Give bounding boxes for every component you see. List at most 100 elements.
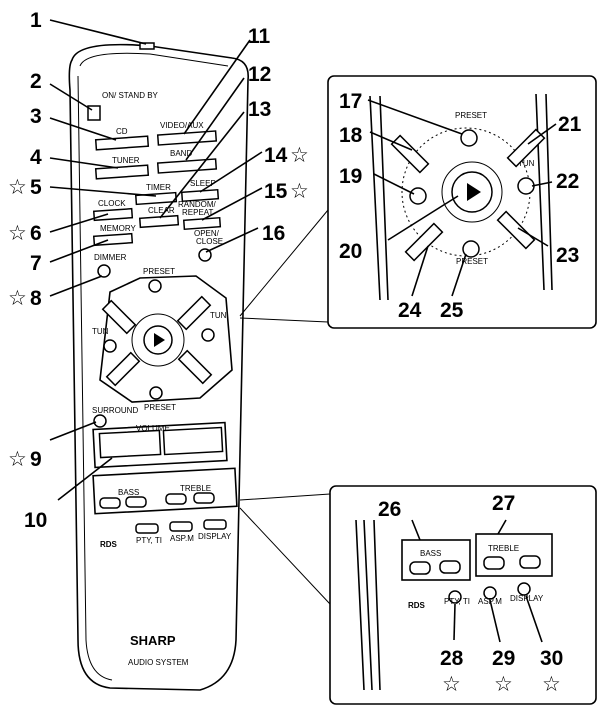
callout-20: 20 — [339, 240, 362, 263]
pause-button[interactable] — [177, 349, 213, 385]
inset-preset-up-label: PRESET — [455, 111, 487, 120]
treble-up-button[interactable] — [193, 492, 215, 504]
callout-5-star: ☆ — [8, 176, 27, 199]
callout-1: 1 — [30, 9, 42, 32]
clock-button[interactable] — [92, 207, 134, 222]
callout-30-star: ☆ — [542, 673, 561, 696]
tuner-button[interactable] — [94, 164, 150, 180]
callout-14-star: ☆ — [290, 144, 309, 167]
sound-section: BASS TREBLE RDS PTY, TI ASP.M DISPLAY SH… — [92, 467, 238, 667]
treble-down-button[interactable] — [165, 493, 187, 505]
callout-27: 27 — [492, 492, 515, 515]
inset-stop-button[interactable] — [404, 222, 444, 262]
open-close-button[interactable] — [198, 248, 212, 262]
remote-body — [68, 42, 249, 691]
treble-label: TREBLE — [180, 484, 211, 493]
callout-3: 3 — [30, 105, 42, 128]
callout-17: 17 — [339, 90, 362, 113]
inset-tun-label: TUN — [518, 159, 535, 168]
inset-tun-up-button[interactable] — [517, 177, 535, 195]
sleep-label: SLEEP — [190, 179, 216, 188]
video-aux-label: VIDEO/AUX — [160, 121, 204, 130]
callout-5: 5 — [30, 176, 42, 199]
bass-down-button[interactable] — [99, 497, 121, 509]
clear-button[interactable] — [138, 214, 180, 229]
tun-up-button[interactable] — [201, 328, 215, 342]
surround-button[interactable] — [93, 414, 107, 428]
volume-up-button[interactable] — [162, 426, 224, 456]
callout-22: 22 — [556, 170, 579, 193]
asp-m-label: ASP.M — [170, 534, 194, 543]
product-label: AUDIO SYSTEM — [128, 658, 189, 667]
callout-8-star: ☆ — [8, 287, 27, 310]
callout-29-star: ☆ — [494, 673, 513, 696]
inset-treble-label: TREBLE — [488, 544, 519, 553]
inset-asp-m-button[interactable] — [483, 586, 497, 600]
volume-label: VOLUME — [136, 424, 170, 433]
dimmer-button[interactable] — [97, 264, 111, 278]
inset-treble-down-button[interactable] — [483, 556, 505, 570]
callout-8: 8 — [30, 287, 42, 310]
display-label: DISPLAY — [198, 532, 232, 541]
rds-logo: RDS — [100, 540, 118, 549]
callout-4: 4 — [30, 146, 42, 169]
bass-label: BASS — [118, 488, 139, 497]
skip-back-button[interactable] — [101, 299, 137, 335]
preset-up-button[interactable] — [148, 279, 162, 293]
stop-button[interactable] — [105, 351, 141, 387]
tun-left-label: TUN — [92, 327, 109, 336]
pty-ti-button[interactable] — [135, 523, 159, 534]
inset-bass-down-button[interactable] — [409, 561, 431, 575]
dimmer-label: DIMMER — [94, 253, 127, 262]
callout-numbers: 1 2 3 4 ☆ 5 ☆ 6 7 ☆ 8 ☆ 9 10 11 12 13 14… — [8, 9, 582, 696]
callout-26: 26 — [378, 498, 401, 521]
volume-down-button[interactable] — [98, 429, 162, 459]
inset-pause-button[interactable] — [496, 210, 536, 250]
cd-label: CD — [116, 127, 128, 136]
inset-skip-back-button[interactable] — [390, 134, 430, 174]
sleep-button[interactable] — [180, 188, 220, 203]
inset-treble-up-button[interactable] — [519, 555, 541, 569]
brand-logo: SHARP — [130, 633, 176, 648]
tun-down-button[interactable] — [103, 339, 117, 353]
callout-2: 2 — [30, 70, 42, 93]
callout-11: 11 — [248, 25, 271, 48]
skip-forward-button[interactable] — [176, 295, 212, 331]
inset-rds-logo: RDS — [408, 601, 426, 610]
display-button[interactable] — [203, 519, 227, 530]
video-aux-button[interactable] — [156, 130, 218, 146]
inset-bass-label: BASS — [420, 549, 441, 558]
memory-label: MEMORY — [100, 224, 137, 233]
cd-button[interactable] — [94, 135, 150, 151]
callout-7: 7 — [30, 252, 42, 275]
inset-sound-detail: BASS TREBLE RDS PTY, TI ASP.M DISPLAY — [239, 485, 597, 705]
remote-top-buttons: ON/ STAND BY CD VIDEO/AUX TUNER BAND TIM… — [87, 91, 223, 278]
inset-preset-down-button[interactable] — [462, 240, 480, 258]
callout-10: 10 — [24, 509, 47, 532]
inset-preset-down-label: PRESET — [456, 257, 488, 266]
inset-bass-up-button[interactable] — [439, 560, 461, 574]
asp-m-button[interactable] — [169, 521, 193, 532]
callout-15-star: ☆ — [290, 180, 309, 203]
preset-down-button[interactable] — [149, 386, 163, 400]
tun-right-label: TUN — [210, 311, 227, 320]
callout-24: 24 — [398, 299, 422, 322]
inset-pty-ti-button[interactable] — [448, 590, 462, 604]
random-repeat-button[interactable] — [182, 216, 222, 231]
band-button[interactable] — [156, 158, 218, 174]
volume-section: SURROUND VOLUME — [92, 406, 228, 469]
open-label-1: OPEN/ — [194, 229, 220, 238]
callout-13: 13 — [248, 98, 271, 121]
timer-label: TIMER — [146, 183, 171, 192]
bass-up-button[interactable] — [125, 496, 147, 508]
on-standby-label: ON/ STAND BY — [102, 91, 159, 100]
inset-display-button[interactable] — [517, 582, 531, 596]
callout-25: 25 — [440, 299, 464, 322]
callout-9: 9 — [30, 448, 42, 471]
callout-18: 18 — [339, 124, 363, 147]
preset-down-label: PRESET — [144, 403, 176, 412]
inset-preset-up-button[interactable] — [460, 129, 478, 147]
inset-tun-down-button[interactable] — [409, 187, 427, 205]
callout-29: 29 — [492, 647, 515, 670]
